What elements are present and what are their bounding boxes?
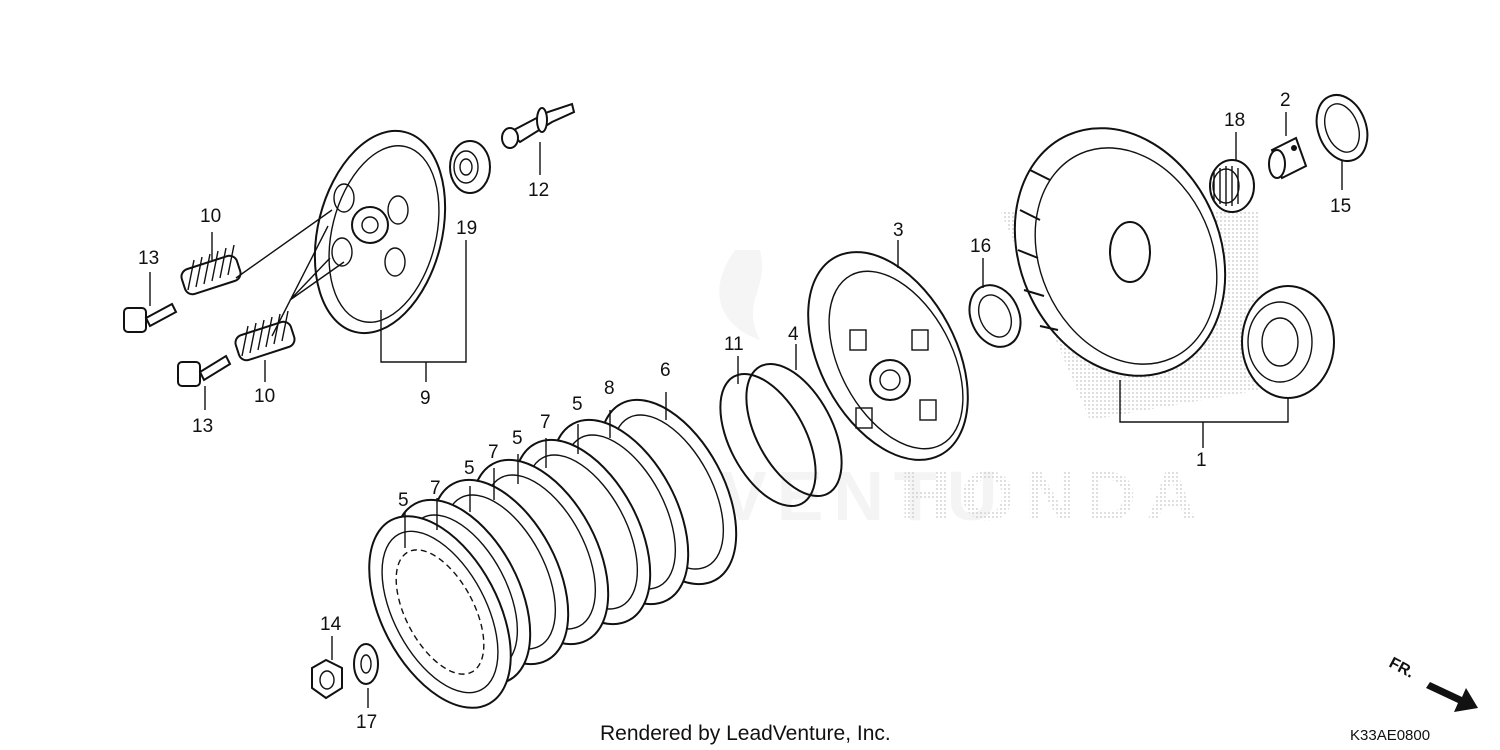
callout-1: 1	[1196, 450, 1207, 471]
callout-5a: 5	[398, 490, 409, 511]
leader-line-1	[1119, 380, 1289, 448]
callout-6: 6	[660, 360, 671, 381]
washer-15-part	[1315, 94, 1369, 162]
ring-11	[719, 372, 817, 508]
washer-17-part	[353, 643, 379, 685]
callout-8: 8	[604, 378, 615, 399]
svg-text:HONDA: HONDA	[900, 457, 1207, 535]
leader-lines-plates	[404, 392, 667, 548]
callout-7a: 7	[430, 478, 441, 499]
callout-2: 2	[1280, 90, 1291, 111]
callout-9: 9	[420, 388, 431, 409]
clutch-plate-stack	[368, 398, 738, 709]
callout-3: 3	[893, 220, 904, 241]
callout-14: 14	[320, 614, 342, 635]
callout-17: 17	[356, 712, 377, 733]
diagram-code: K33AE0800	[1350, 727, 1430, 744]
callout-5d: 5	[572, 394, 583, 415]
leader-lines-left	[149, 142, 541, 410]
needle-bearing-part	[1209, 159, 1255, 213]
collar-part	[1268, 136, 1308, 180]
leader-lines-bottom	[331, 636, 369, 708]
callout-numbers: 1 2 3 4 5 5 5 5 6 7 7 7 8 9 10 10 11 12 …	[138, 90, 1351, 733]
callout-19: 19	[456, 218, 477, 239]
bearing-part	[449, 140, 491, 194]
clutch-outer-part	[1013, 127, 1227, 377]
ring-4	[745, 362, 843, 498]
pressure-plate-part	[313, 129, 447, 335]
front-direction-arrow-icon: FR.	[1386, 655, 1478, 712]
leader-lines-rings	[737, 344, 797, 384]
rendered-by-footer: Rendered by LeadVenture, Inc.	[600, 722, 891, 745]
callout-4: 4	[788, 324, 799, 345]
bolt-lower	[177, 354, 232, 387]
clutch-spring-lower	[234, 310, 296, 362]
callout-7c: 7	[540, 412, 551, 433]
bolt-upper	[123, 302, 178, 333]
callout-15: 15	[1330, 196, 1351, 217]
primary-driven-gear-part	[1241, 285, 1335, 399]
clutch-spring-upper	[180, 244, 242, 296]
direction-label: FR.	[1386, 655, 1417, 682]
callout-12: 12	[528, 180, 549, 201]
callout-18: 18	[1224, 110, 1245, 131]
callout-13b: 13	[192, 416, 213, 437]
callout-16: 16	[970, 236, 991, 257]
callout-5c: 5	[512, 428, 523, 449]
lifter-piece-part	[501, 102, 576, 149]
washer-16-part	[968, 284, 1022, 348]
lock-nut-part	[311, 658, 343, 700]
callout-5b: 5	[464, 458, 475, 479]
clutch-center-part	[807, 251, 969, 461]
callout-10a: 10	[200, 206, 221, 227]
callout-11: 11	[724, 334, 744, 355]
callout-13a: 13	[138, 248, 159, 269]
callout-7b: 7	[488, 442, 499, 463]
callout-10b: 10	[254, 386, 275, 407]
